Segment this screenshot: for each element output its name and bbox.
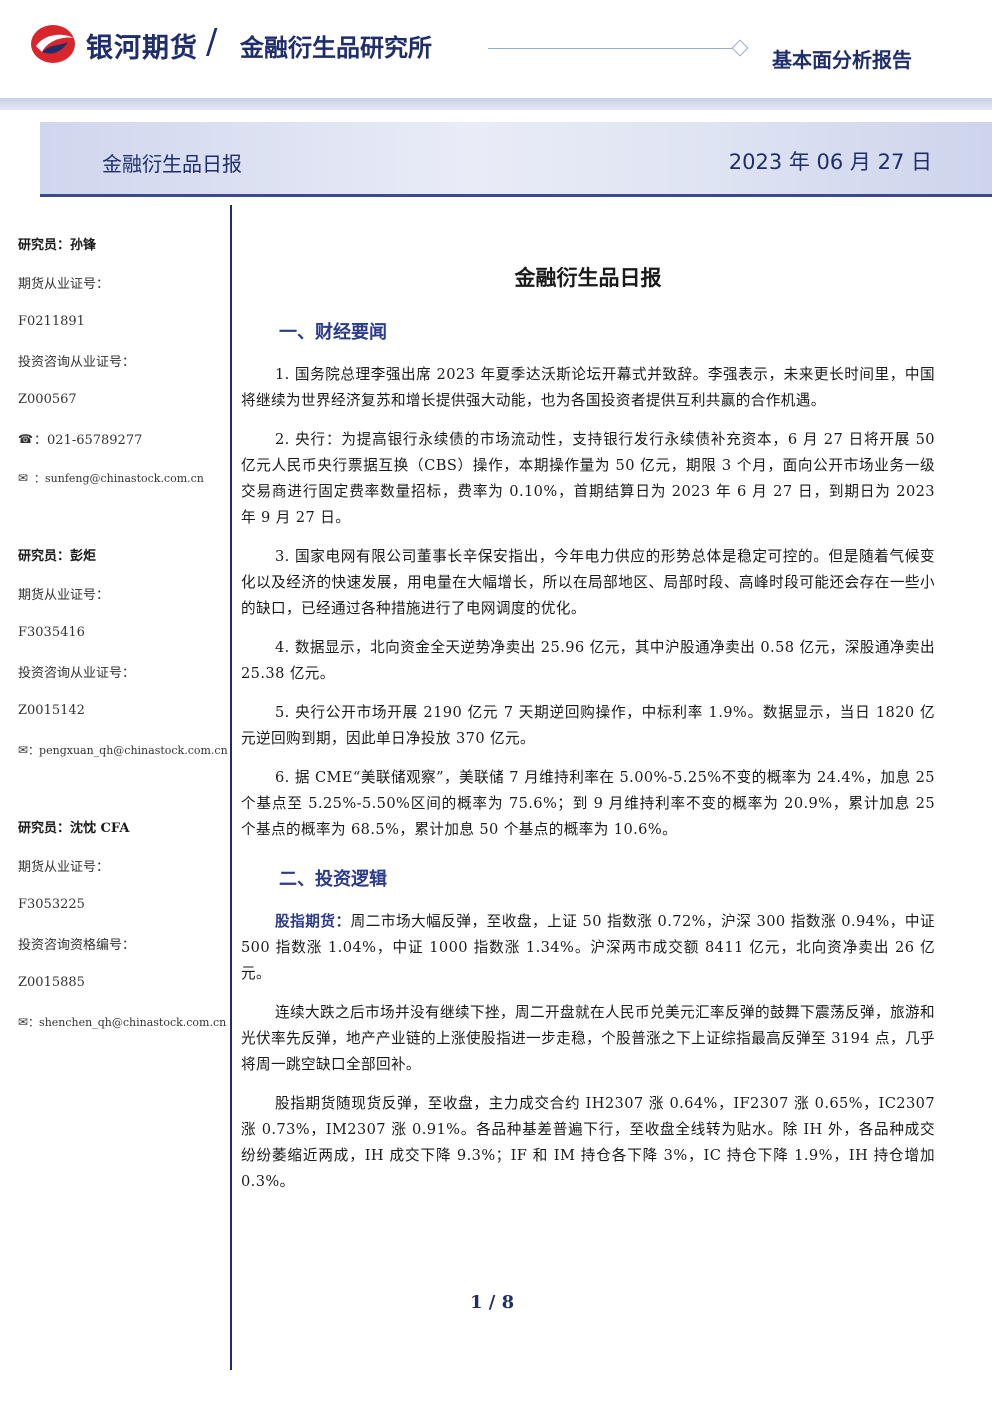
news-item: 6. 据 CME“美联储观察”，美联储 7 月维持利率在 5.00%-5.25%… <box>241 769 935 838</box>
logic-text: 周二市场大幅反弹，至收盘，上证 50 指数涨 0.72%，沪深 300 指数涨 … <box>241 913 935 982</box>
page-number: 1 / 8 <box>470 1292 515 1313</box>
news-item: 3. 国家电网有限公司董事长辛保安指出，今年电力供应的形势总体是稳定可控的。但是… <box>241 548 935 617</box>
analyst-name: 研究员：彭炬 <box>18 549 97 564</box>
header-divider-slash: / <box>206 22 218 62</box>
futures-license-id: F3035416 <box>18 625 85 640</box>
futures-license-label: 期货从业证号： <box>18 277 110 292</box>
futures-license-id: F3053225 <box>18 897 85 912</box>
consult-license-label: 投资咨询从业证号： <box>18 666 136 681</box>
header-band <box>0 98 992 110</box>
phone-row: ☎：021-65789277 <box>18 419 226 458</box>
banner-title: 金融衍生品日报 <box>102 152 242 176</box>
email-address[interactable]: ：shenchen_qh@chinastock.com.cn <box>28 1015 227 1029</box>
email-address[interactable]: ：pengxuan_qh@chinastock.com.cn <box>28 743 228 757</box>
page-header: 银河期货 / 金融衍生品研究所 基本面分析报告 <box>0 0 992 100</box>
analyst-sidebar: 研究员：孙锋 期货从业证号： F0211891 投资咨询从业证号： Z00056… <box>18 224 228 1041</box>
institute-name: 金融衍生品研究所 <box>240 34 432 62</box>
sidebar-divider <box>230 205 232 1370</box>
title-banner: 金融衍生品日报 2023 年 06 月 27 日 <box>40 122 992 197</box>
futures-license-label: 期货从业证号： <box>18 588 110 603</box>
logic-lead: 股指期货： <box>275 913 351 930</box>
mail-icon: ✉ <box>18 742 29 757</box>
phone-number: ：021-65789277 <box>34 433 143 448</box>
consult-license-label: 投资咨询资格编号： <box>18 938 136 953</box>
section-heading-news: 一、财经要闻 <box>279 322 387 343</box>
logic-paragraph: 股指期货随现货反弹，至收盘，主力成交合约 IH2307 涨 0.64%，IF23… <box>241 1095 935 1190</box>
news-item: 2. 央行：为提高银行永续债的市场流动性，支持银行发行永续债补充资本，6 月 2… <box>241 431 935 526</box>
email-row: ✉ ：sunfeng@chinastock.com.cn <box>18 458 226 497</box>
email-row: ✉：pengxuan_qh@chinastock.com.cn <box>18 730 228 769</box>
galaxy-logo-icon <box>31 25 75 63</box>
consult-license-id: Z0015142 <box>18 703 85 718</box>
news-item: 1. 国务院总理李强出席 2023 年夏季达沃斯论坛开幕式并致辞。李强表示，未来… <box>241 366 935 409</box>
mail-icon: ✉ <box>18 470 29 485</box>
analyst-card: 研究员：孙锋 期货从业证号： F0211891 投资咨询从业证号： Z00056… <box>18 224 226 497</box>
analyst-card: 研究员：沈忱 CFA 期货从业证号： F3053225 投资咨询资格编号： Z0… <box>18 807 226 1041</box>
brand-name: 银河期货 <box>86 33 198 64</box>
logic-paragraph: 连续大跌之后市场并没有继续下挫，周二开盘就在人民币兑美元汇率反弹的鼓舞下震荡反弹… <box>241 1004 935 1073</box>
news-item: 4. 数据显示，北向资金全天逆势净卖出 25.96 亿元，其中沪股通净卖出 0.… <box>241 639 935 682</box>
email-row: ✉：shenchen_qh@chinastock.com.cn <box>18 1002 226 1041</box>
phone-icon: ☎ <box>18 431 33 446</box>
header-rule <box>488 48 740 49</box>
futures-license-id: F0211891 <box>18 314 85 329</box>
consult-license-label: 投资咨询从业证号： <box>18 355 136 370</box>
diamond-icon <box>731 39 749 57</box>
consult-license-id: Z000567 <box>18 392 77 407</box>
banner-date: 2023 年 06 月 27 日 <box>728 150 932 174</box>
document-title: 金融衍生品日报 <box>514 266 662 290</box>
analyst-name: 研究员：孙锋 <box>18 238 97 253</box>
report-type: 基本面分析报告 <box>772 48 912 72</box>
report-body: 金融衍生品日报 一、财经要闻 1. 国务院总理李强出席 2023 年夏季达沃斯论… <box>241 262 935 1208</box>
email-address[interactable]: ：sunfeng@chinastock.com.cn <box>34 471 204 485</box>
news-item: 5. 央行公开市场开展 2190 亿元 7 天期逆回购操作，中标利率 1.9%。… <box>241 704 935 747</box>
consult-license-id: Z0015885 <box>18 975 85 990</box>
section-heading-logic: 二、投资逻辑 <box>279 869 387 890</box>
analyst-card: 研究员：彭炬 期货从业证号： F3035416 投资咨询从业证号： Z00151… <box>18 535 228 769</box>
analyst-name: 研究员：沈忱 CFA <box>18 821 130 836</box>
logic-paragraph: 股指期货：周二市场大幅反弹，至收盘，上证 50 指数涨 0.72%，沪深 300… <box>241 909 935 987</box>
futures-license-label: 期货从业证号： <box>18 860 110 875</box>
mail-icon: ✉ <box>18 1014 29 1029</box>
